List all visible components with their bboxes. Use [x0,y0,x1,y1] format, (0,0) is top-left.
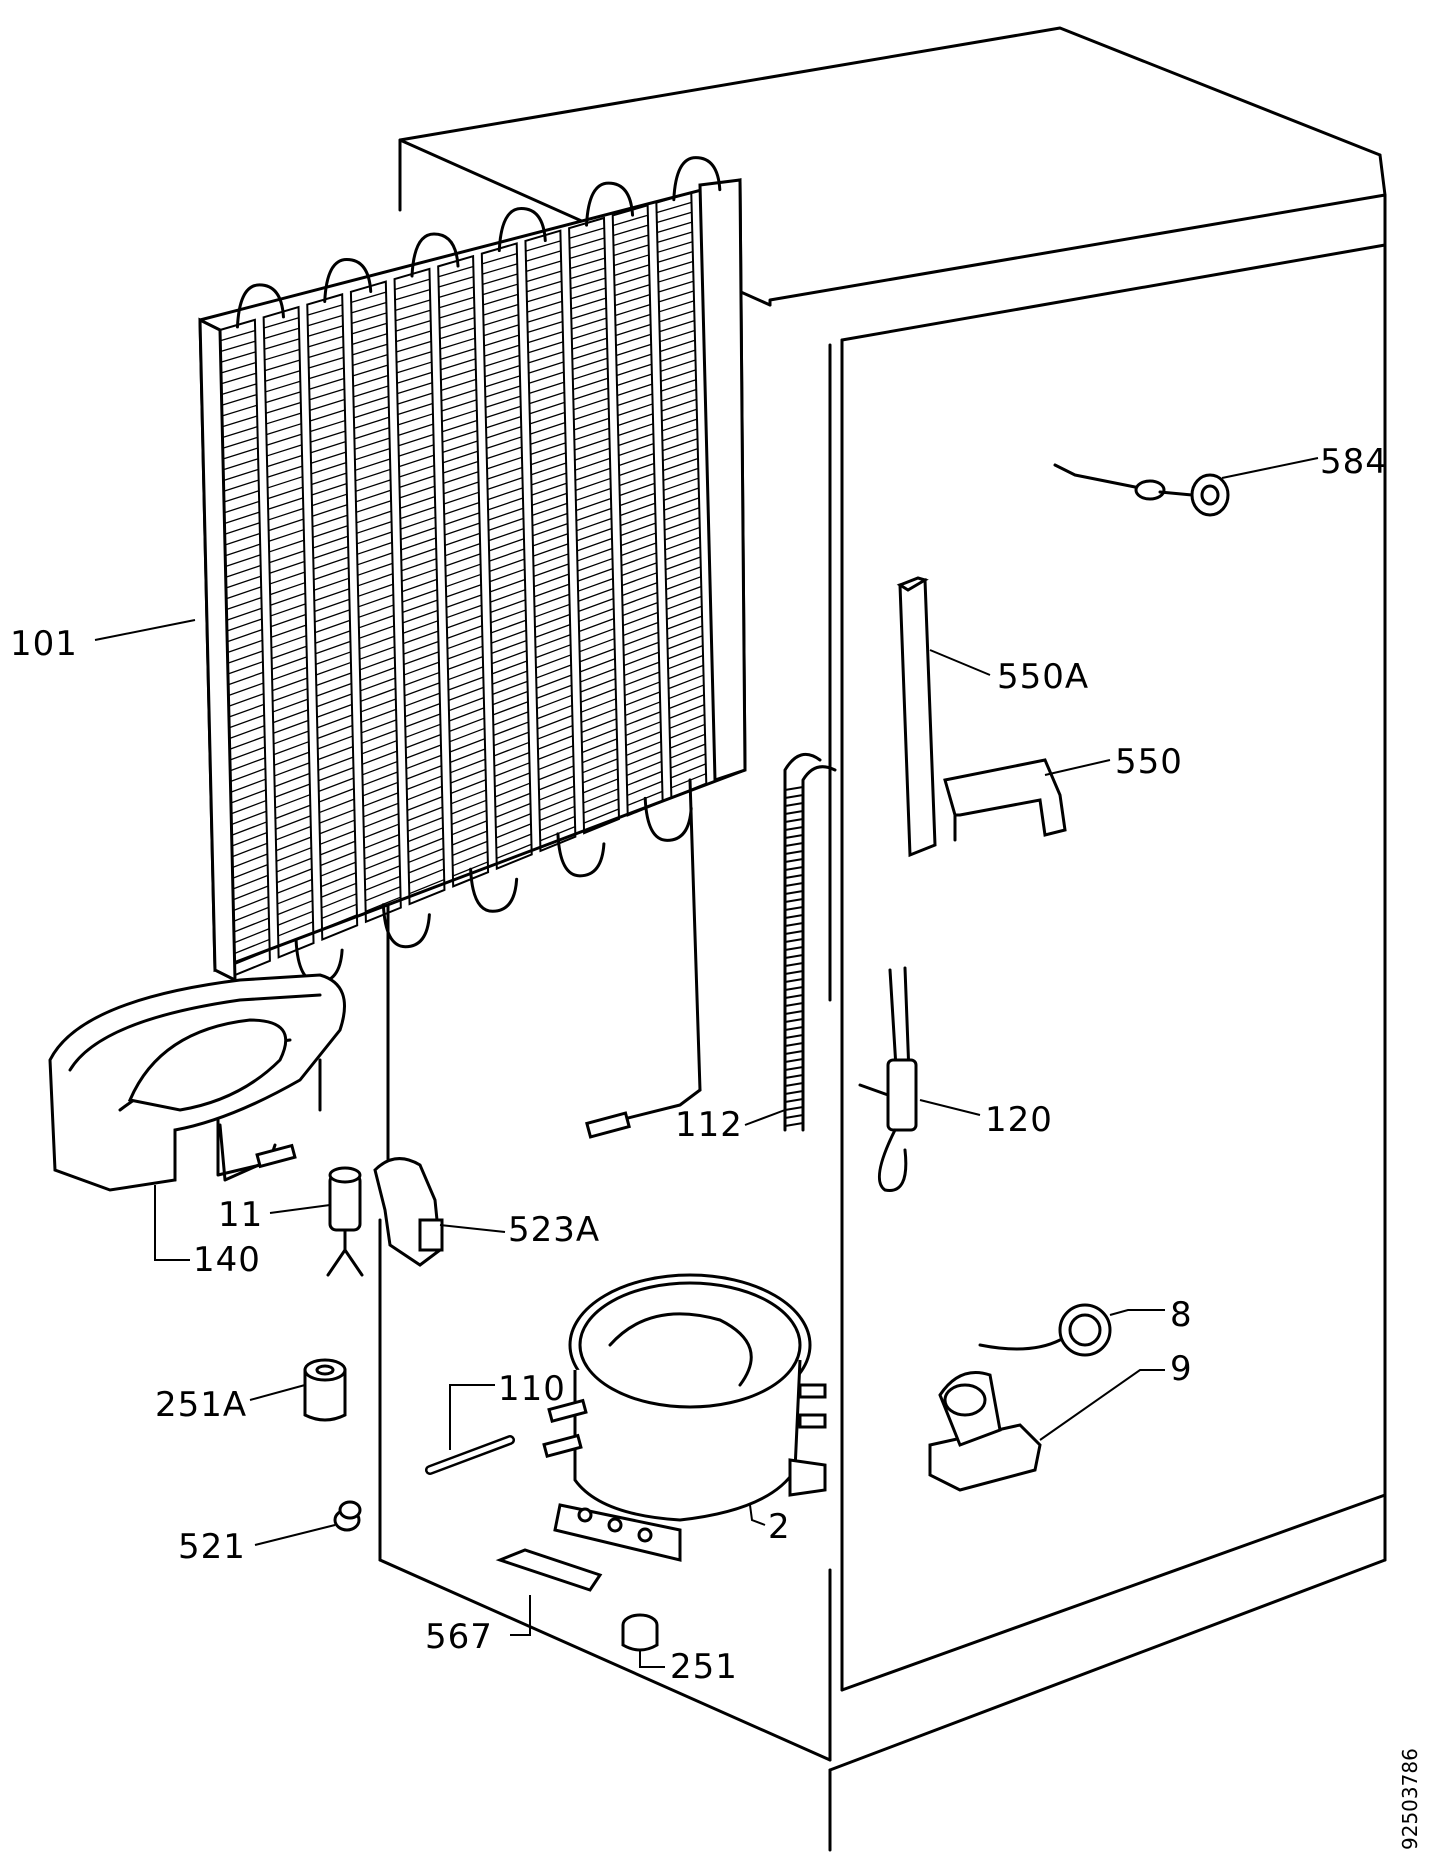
cabinet-outline [378,26,1387,1852]
starter-relay-9 [928,1371,1042,1492]
label-567: 567 [425,1617,493,1657]
lamp-584 [1053,463,1230,517]
thermostat-120 [858,966,918,1192]
label-251A: 251A [155,1385,248,1425]
pin-110 [425,1435,515,1475]
compressor-2 [542,1273,827,1562]
label-112: 112 [675,1105,743,1145]
label-2: 2 [768,1507,791,1547]
grommet-251A [303,1358,347,1422]
bracket-550 [943,758,1067,842]
label-523A: 523A [508,1210,601,1250]
label-550A: 550A [997,657,1090,697]
label-101: 101 [10,624,78,664]
label-550: 550 [1115,742,1183,782]
handle-550A [896,576,937,858]
label-110: 110 [498,1369,566,1409]
bracket-523A [373,1157,444,1267]
label-251: 251 [670,1647,738,1687]
nut-251 [621,1613,659,1652]
label-120: 120 [985,1100,1053,1140]
dryer-filter-11 [326,1166,364,1277]
capillary-tube [216,1118,297,1177]
drain-tube-112 [783,752,837,1132]
label-9: 9 [1170,1349,1193,1389]
leader-lines [94,457,1319,1668]
label-140: 140 [193,1240,261,1280]
label-8: 8 [1170,1295,1193,1335]
label-521: 521 [178,1527,246,1567]
overload-8 [978,1303,1112,1357]
label-584: 584 [1320,442,1388,482]
document-number: 92503786 [1398,1748,1422,1850]
plate-567 [495,1548,603,1592]
drip-tray-140 [48,973,346,1192]
condenser-101 [198,156,747,1139]
screw-521 [333,1500,362,1532]
label-11: 11 [218,1195,264,1235]
